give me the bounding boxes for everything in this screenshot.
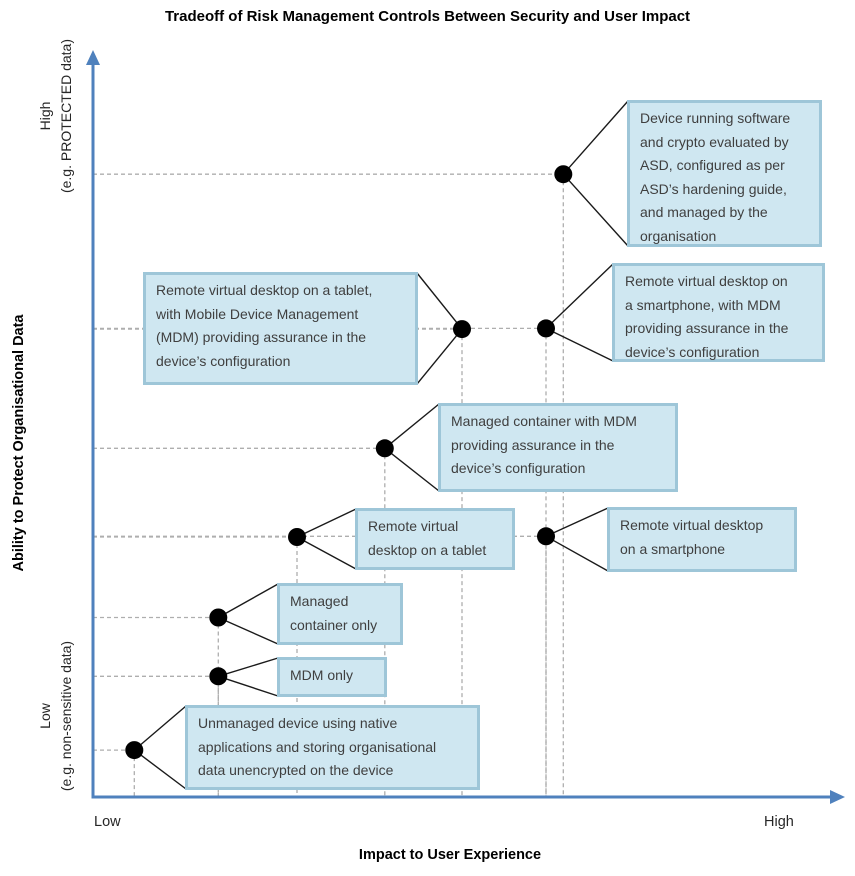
callout-text-line: providing assurance in the [625,320,789,336]
callout-text-line: a smartphone, with MDM [625,296,781,313]
callout-text-line: Managed [290,593,349,609]
callout-text-line: device’s configuration [451,460,586,476]
callout-text-line: Remote virtual desktop on [625,273,788,289]
data-point [537,319,555,338]
callout-remote-virtual-desktop-smartphone: Remote virtual desktop on a smartphone [607,507,797,572]
y-tick-high-sub: (e.g. PROTECTED data) [58,38,74,194]
x-axis-title: Impact to User Experience [358,847,542,863]
callout-text-line: and crypto evaluated by [640,133,789,150]
callout-unmanaged-device: Unmanaged device using native application… [185,705,480,790]
callout-text-line: Remote virtual desktop [620,517,764,533]
callout-managed-container-only: Managed container only [277,583,403,645]
callout-text-line: organisation [640,227,717,244]
y-axis-tick-low: Low (e.g. non-sensitive data) [35,606,79,826]
data-point [125,741,144,760]
data-point [209,667,228,686]
y-tick-high-main: High [37,101,53,131]
y-tick-low-main: Low [37,703,53,729]
data-point [288,528,306,546]
callout-text-line: applications and storing organisational [198,738,437,755]
callout-text-line: data unencrypted on the device [198,762,394,778]
callout-text-line: Device running software [640,110,791,126]
callout-text-line: Remote virtual [368,518,459,534]
callout-text-line: MDM only [290,667,354,683]
callout-text-line: and managed by the [640,204,768,220]
callout-text-line: device’s configuration [156,352,291,369]
data-point [375,439,394,458]
y-axis-tick-high: High (e.g. PROTECTED data) [35,6,79,226]
callout-text-line: providing assurance in the [451,436,615,453]
callout-text-line: device’s configuration [625,343,760,360]
chart-title: Tradeoff of Risk Management Controls Bet… [164,8,691,25]
callout-mdm-only: MDM only [277,657,387,697]
callout-text-line: Unmanaged device using native [198,715,398,731]
callout-remote-virtual-desktop-tablet-mdm: Remote virtual desktop on a tablet, with … [143,272,418,385]
callout-text-line: container only [290,616,378,633]
callout-remote-virtual-desktop-tablet: Remote virtual desktop on a tablet [355,508,515,570]
callout-text-line: Remote virtual desktop on a tablet, [156,282,373,298]
callout-remote-virtual-desktop-smartphone-mdm: Remote virtual desktop on a smartphone, w… [612,263,825,362]
y-axis-title: Ability to Protect Organisational Data [11,314,27,572]
callout-asd-evaluated-device: Device running software and crypto evalua… [627,100,822,247]
x-axis-tick-high: High [764,814,794,830]
callout-text-line: with Mobile Device Management [156,305,359,322]
callout-text-line: ASD, configured as per [640,157,785,173]
data-point [554,165,573,184]
callout-text-line: on a smartphone [620,540,726,557]
callout-managed-container-mdm: Managed container with MDM providing assu… [438,403,678,492]
callout-text-line: Managed container with MDM [451,413,637,429]
data-point [209,608,228,627]
x-axis-tick-low: Low [94,814,121,830]
callout-text-line: ASD’s hardening guide, [640,180,787,197]
callout-text-line: (MDM) providing assurance in the [156,329,367,345]
data-point [453,320,471,339]
callout-text-line: desktop on a tablet [368,541,487,558]
data-point [537,527,555,546]
y-tick-low-sub: (e.g. non-sensitive data) [58,640,74,792]
